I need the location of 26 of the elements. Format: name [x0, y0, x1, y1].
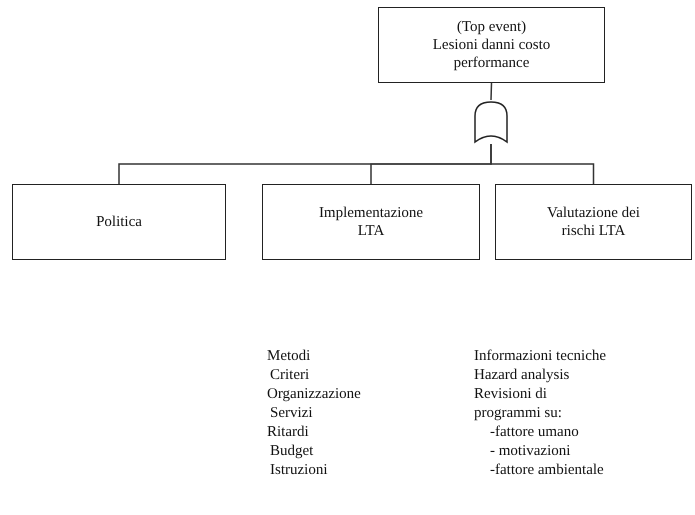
factor-label: Metodi: [267, 347, 310, 366]
factor-label: Criteri: [270, 366, 310, 385]
event-tag: (Top event): [456, 18, 526, 36]
connector-line: [490, 82, 492, 100]
connector-line: [490, 144, 594, 184]
event-label: Lesioni danni costo performance: [432, 36, 552, 72]
event-box: [262, 184, 480, 260]
factor-label: - motivazioni: [490, 442, 570, 461]
factor-label: Istruzioni: [270, 461, 328, 480]
factor-label: programmi su:: [474, 404, 562, 423]
factor-label: Servizi: [270, 404, 312, 423]
factor-label: Hazard analysis: [474, 366, 570, 385]
or-gate-symbol: [473, 100, 509, 144]
factor-label: Ritardi: [267, 423, 309, 442]
factor-label: Budget: [270, 442, 314, 461]
factor-label: -fattore umano: [490, 423, 579, 442]
event-box: [378, 7, 605, 83]
event-label: Valutazione dei rischi LTA: [546, 204, 641, 240]
event-label: Implementazione LTA: [318, 204, 424, 240]
event-label: Politica: [96, 213, 142, 231]
factor-label: Organizzazione: [267, 385, 361, 404]
factor-label: -fattore ambientale: [490, 461, 604, 480]
event-box: [495, 184, 692, 260]
event-box: [12, 184, 226, 260]
factor-label: Revisioni di: [474, 385, 547, 404]
factor-label: Informazioni tecniche: [474, 347, 606, 366]
